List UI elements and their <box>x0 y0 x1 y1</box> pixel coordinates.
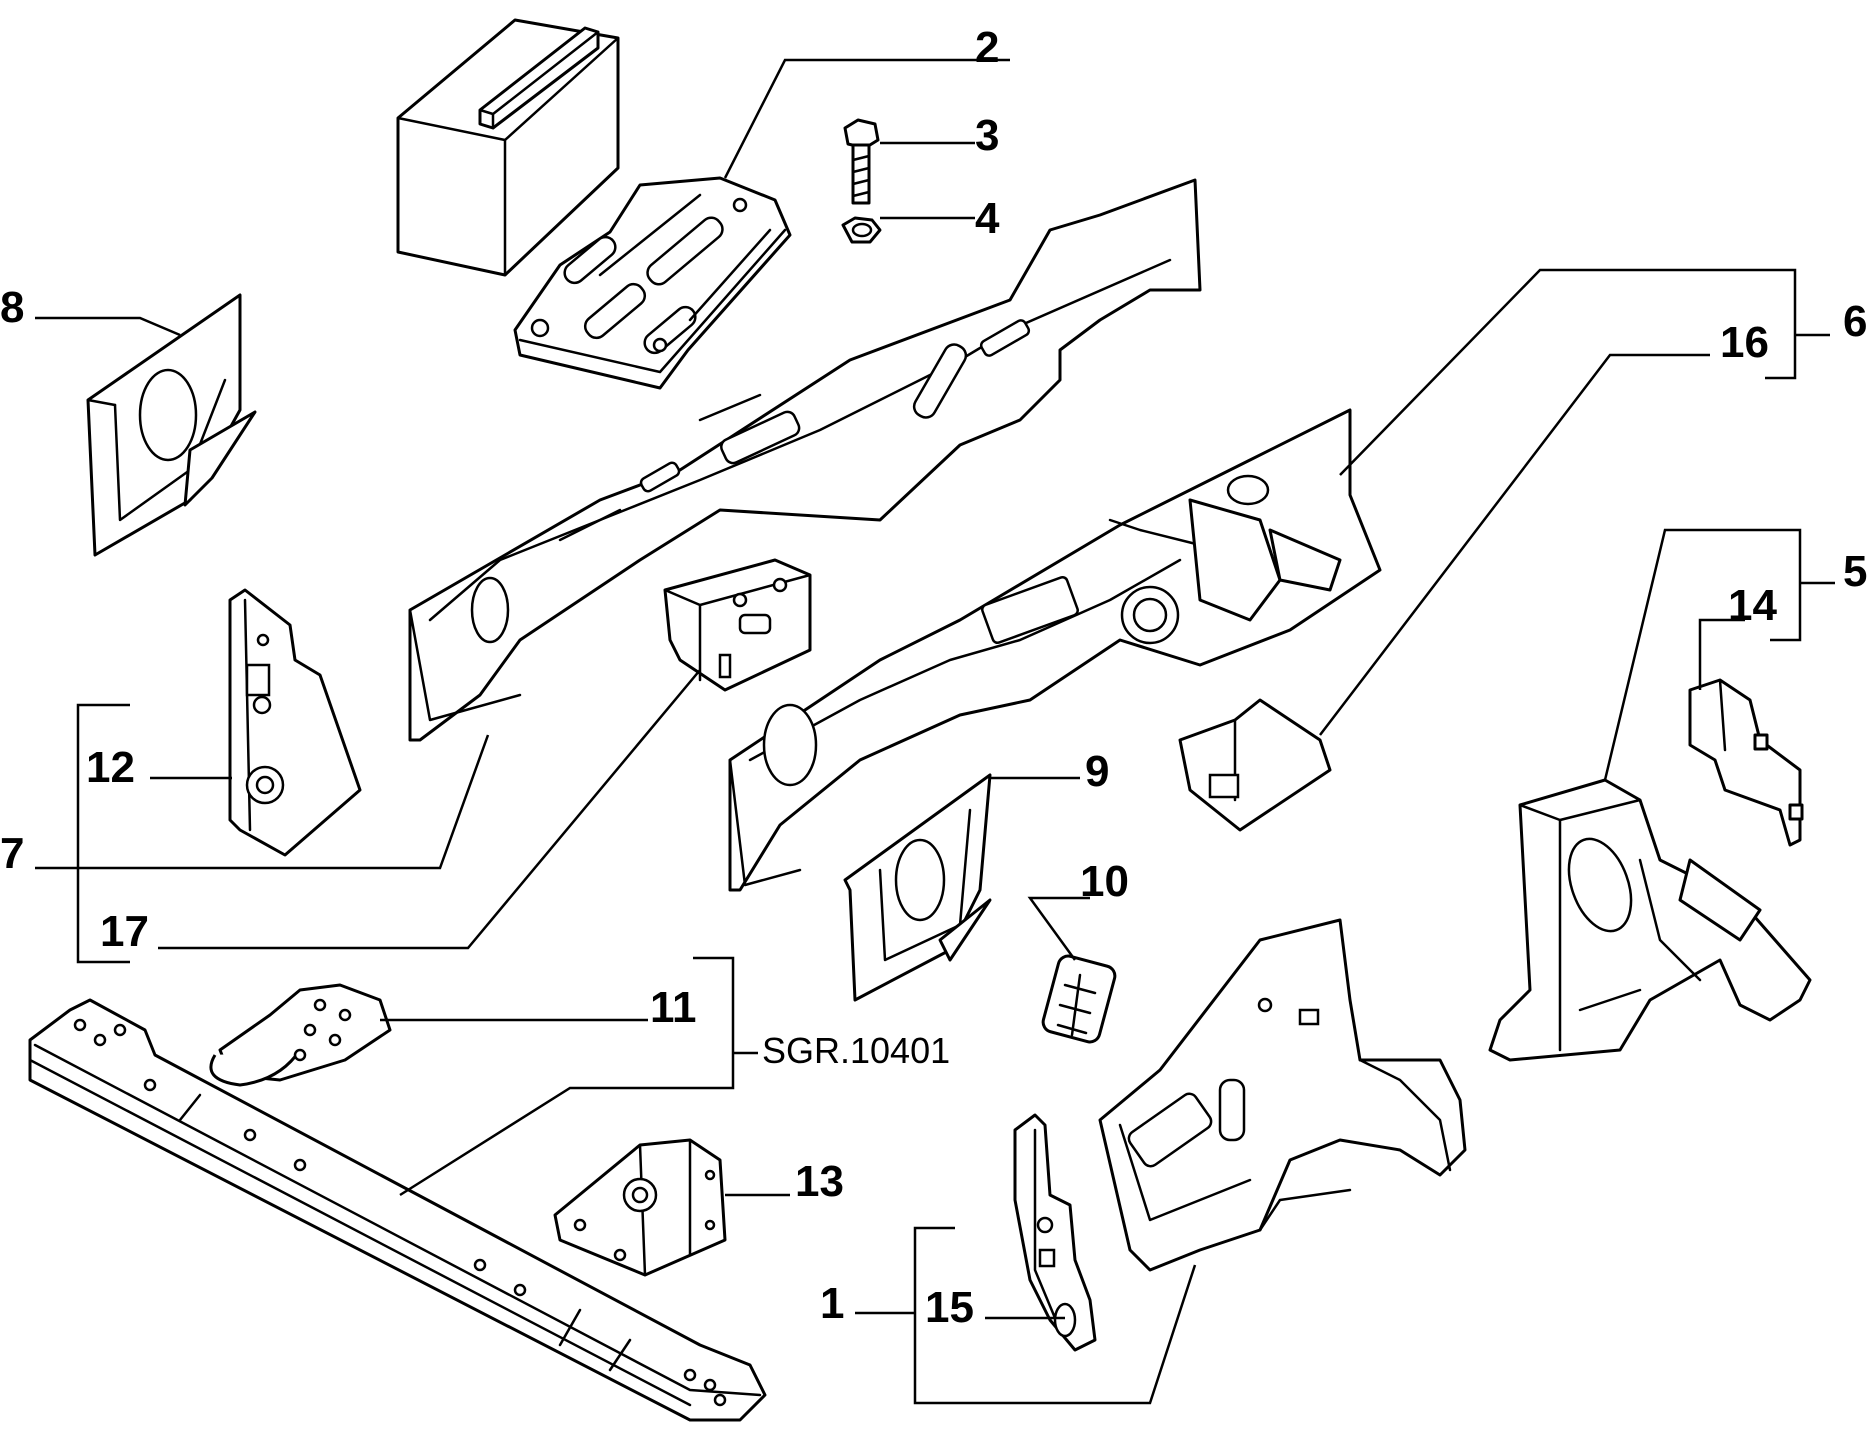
front-side-member <box>408 178 1202 742</box>
small-mount-bracket <box>663 558 812 692</box>
center-bracket <box>843 773 992 1002</box>
callout-15: 15 <box>925 1283 974 1332</box>
callout-17: 17 <box>100 907 149 956</box>
callout-1: 1 <box>820 1279 844 1328</box>
rear-side-member <box>728 408 1382 892</box>
callout-5: 5 <box>1843 547 1867 596</box>
nut <box>841 216 882 244</box>
battery <box>396 18 620 277</box>
rear-quarter-inner-panel <box>1098 918 1467 1272</box>
leader-lines <box>35 58 1835 1405</box>
rear-wheelhouse-panel <box>1488 778 1812 1062</box>
bolt <box>843 118 880 205</box>
reinforcement-bracket-left <box>86 293 257 557</box>
callout-13: 13 <box>795 1157 844 1206</box>
callout-10: 10 <box>1080 857 1129 906</box>
battery-tray <box>513 176 792 390</box>
vertical-bracket <box>228 588 362 857</box>
callout-3: 3 <box>975 111 999 160</box>
callout-2: 2 <box>975 23 999 72</box>
vertical-reinforcement-right <box>1013 1113 1097 1352</box>
callout-8: 8 <box>0 283 24 332</box>
rear-small-bracket <box>1688 678 1804 847</box>
reference-code: SGR.10401 <box>762 1030 950 1071</box>
callout-12: 12 <box>86 743 135 792</box>
cross-bracket <box>1178 698 1332 832</box>
callout-11: 11 <box>650 983 697 1032</box>
callout-14: 14 <box>1728 581 1777 630</box>
callout-16: 16 <box>1720 318 1769 367</box>
callout-7: 7 <box>0 829 24 878</box>
callout-4: 4 <box>975 194 1000 243</box>
callout-labels: 2 3 4 8 6 16 5 14 12 9 7 10 17 11 SGR.10… <box>0 23 1867 1332</box>
callout-6: 6 <box>1843 297 1867 346</box>
front-cross-member <box>28 998 767 1422</box>
callout-9: 9 <box>1085 747 1109 796</box>
mount-bracket-13 <box>553 1138 727 1277</box>
grommet <box>1041 954 1117 1044</box>
tow-eye-plate <box>209 983 392 1087</box>
